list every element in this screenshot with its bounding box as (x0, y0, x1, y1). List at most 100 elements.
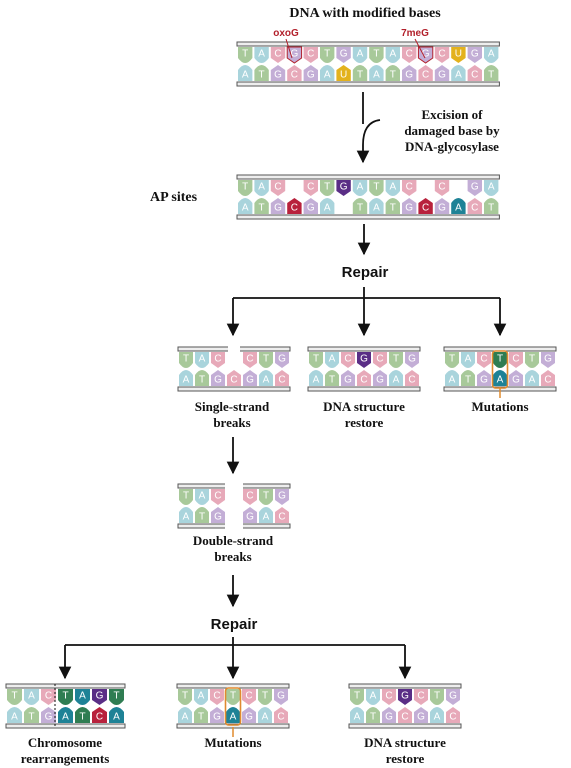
base-bottom-C (287, 65, 302, 81)
base-letter-top: T (242, 182, 248, 193)
base-letter-bottom: A (113, 712, 120, 723)
base-bottom-C (357, 370, 371, 386)
base-letter-top: T (324, 182, 330, 193)
base-letter-top: A (28, 691, 35, 702)
base-bottom-G (373, 370, 387, 386)
base-bottom-A (369, 65, 384, 81)
backbone-rail-bottom (5, 723, 126, 729)
base-letter-bottom: G (213, 712, 221, 723)
base-bottom-T (24, 707, 39, 723)
restore-2-label-line1: DNA structure (364, 735, 446, 750)
backbone-rail-top (348, 683, 462, 689)
base-letter-bottom: G (512, 375, 520, 386)
base-bottom-T (385, 198, 400, 214)
base-letter-top: A (357, 182, 364, 193)
base-top-A (75, 689, 90, 705)
base-letter-bottom: A (263, 512, 270, 523)
base-letter-bottom: C (471, 70, 478, 81)
base-top-T (109, 689, 124, 705)
base-letter-top: G (471, 49, 479, 60)
base-top-T (179, 352, 193, 368)
base-bottom-A (525, 370, 539, 386)
base-bottom-T (461, 370, 475, 386)
base-letter-top: C (246, 354, 253, 365)
base-letter-top: C (274, 49, 281, 60)
base-letter-bottom: C (471, 203, 478, 214)
base-top-G (92, 689, 107, 705)
base-top-C (242, 689, 256, 705)
base-letter-top: C (45, 691, 52, 702)
base-top-A (254, 47, 269, 63)
base-letter-bottom: T (488, 203, 494, 214)
backbone-rail-top (236, 174, 500, 180)
base-bottom-G (477, 370, 491, 386)
base-top-C (382, 689, 396, 705)
base-top-T (238, 180, 253, 196)
base-top-A (325, 352, 339, 368)
base-bottom-T (484, 198, 499, 214)
base-bottom-A (259, 507, 273, 523)
base-letter-top: G (449, 691, 457, 702)
base-bottom-A (369, 198, 384, 214)
base-bottom-C (92, 707, 107, 723)
base-letter-bottom: T (488, 70, 494, 81)
double-strand-label-line1: Double-strand (193, 533, 274, 548)
base-letter-bottom: A (183, 375, 190, 386)
base-letter-bottom: C (278, 375, 285, 386)
base-bottom-A (258, 707, 272, 723)
excision-arrow (356, 119, 381, 164)
excision-label-line1: Excision of (421, 107, 483, 122)
base-letter-top: A (389, 182, 396, 193)
base-bottom-A (493, 370, 507, 386)
base-letter-bottom: C (408, 375, 415, 386)
base-letter-top: C (214, 354, 221, 365)
base-letter-top: G (277, 691, 285, 702)
base-letter-top: C (344, 354, 351, 365)
base-top-T (493, 352, 507, 368)
base-bottom-G (270, 198, 286, 214)
base-bottom-G (402, 198, 417, 214)
base-letter-bottom: A (11, 712, 18, 723)
base-bottom-A (109, 707, 124, 723)
base-letter-bottom: A (62, 712, 69, 723)
base-letter-bottom: C (401, 712, 408, 723)
base-letter-bottom: G (246, 512, 254, 523)
base-letter-top: G (360, 354, 368, 365)
base-top-G (417, 46, 434, 64)
base-letter-top: A (488, 49, 495, 60)
base-letter-top: C (438, 182, 445, 193)
base-bottom-C (446, 707, 460, 723)
base-top-G (357, 352, 371, 368)
base-bottom-T (352, 65, 368, 81)
base-bottom-T (484, 65, 499, 81)
excision-label-line3: DNA-glycosylase (405, 139, 499, 154)
base-bottom-C (398, 707, 412, 723)
single-strand-label-line1: Single-strand (195, 399, 270, 414)
base-top-C (303, 47, 318, 63)
base-top-T (259, 352, 273, 368)
base-letter-top: T (373, 49, 379, 60)
base-top-T (259, 489, 273, 505)
base-letter-top: A (258, 49, 265, 60)
base-bottom-A (451, 65, 466, 81)
base-bottom-G (211, 370, 225, 386)
base-letter-bottom: A (182, 712, 189, 723)
base-letter-bottom: A (230, 712, 237, 723)
base-letter-top: T (449, 354, 455, 365)
base-top-A (484, 47, 499, 63)
base-top-C (243, 352, 257, 368)
base-letter-bottom: G (245, 712, 253, 723)
base-top-A (195, 489, 209, 505)
base-letter-bottom: A (324, 70, 331, 81)
base-top-T (525, 352, 539, 368)
base-bottom-A (451, 198, 466, 214)
base-letter-bottom: C (277, 712, 284, 723)
base-letter-bottom: G (307, 70, 315, 81)
base-top-C (434, 47, 450, 63)
base-letter-top: C (214, 491, 221, 502)
base-bottom-A (179, 370, 193, 386)
